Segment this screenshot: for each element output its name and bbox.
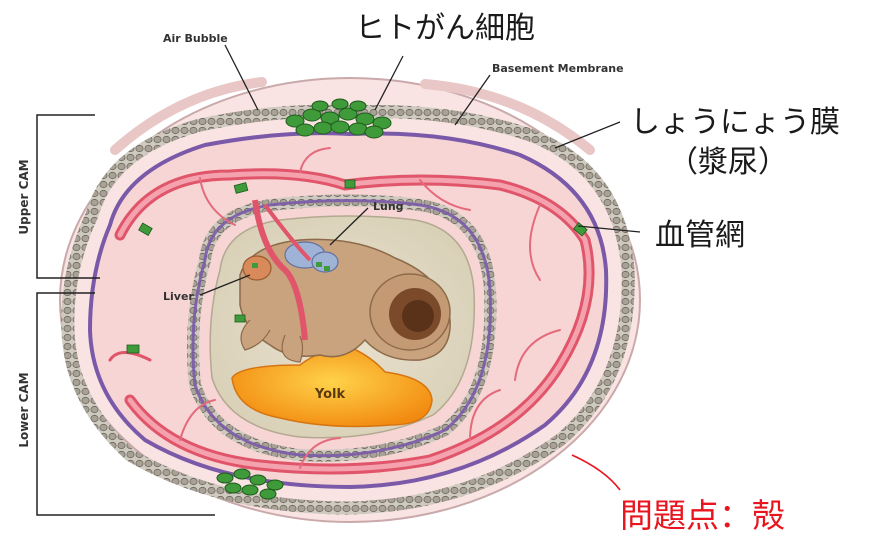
lung-label: Lung (373, 200, 404, 213)
cam-membrane-label: しょうにょう膜 (630, 105, 840, 140)
liver-label: Liver (163, 290, 194, 303)
upper-cam-label: Upper CAM (17, 159, 31, 234)
cam-membrane-sub-label: （漿尿） (668, 145, 788, 180)
air-bubble-label: Air Bubble (163, 32, 228, 45)
yolk-label: Yolk (314, 387, 346, 402)
problem-leader-line (572, 455, 620, 490)
lower-cam-label: Lower CAM (17, 372, 31, 447)
problem-shell-label: 問題点：殻 (620, 496, 785, 535)
vascular-network-label: 血管網 (655, 218, 745, 253)
human-cancer-cells-label: ヒトがん細胞 (355, 11, 535, 46)
basement-membrane-label: Basement Membrane (492, 62, 624, 75)
